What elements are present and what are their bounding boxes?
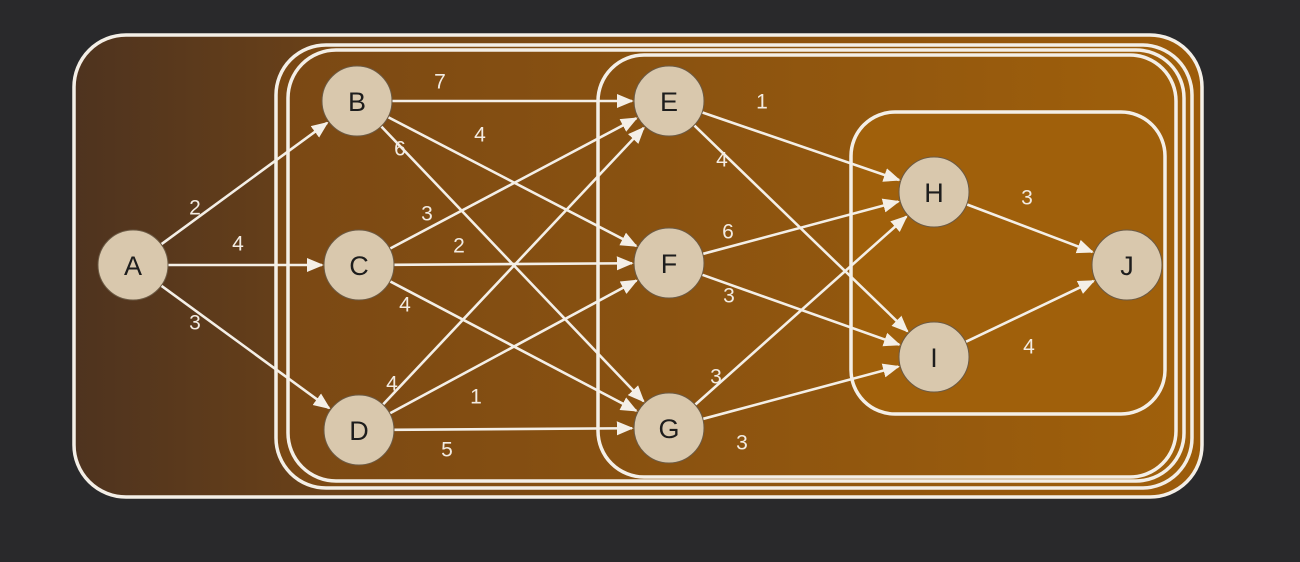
node-b: B [321,65,393,137]
node-label: C [349,251,369,281]
node-c: C [323,229,395,301]
edge-weight-c-f: 2 [453,235,465,258]
edges-layer [160,93,1096,436]
node-label: G [658,414,679,444]
node-circle [633,227,705,299]
edge-weight-e-i: 4 [716,149,728,172]
edge-i-j [965,279,1096,344]
edge-weight-b-g: 6 [394,138,406,161]
node-circle [323,394,395,466]
node-circle [97,229,169,301]
edge-d-g [393,421,634,436]
edge-weight-a-d: 3 [189,312,201,335]
node-circle [633,392,705,464]
node-label: A [124,251,142,281]
node-d: D [323,394,395,466]
region-stage-e [596,53,1178,479]
edge-weight-g-i: 3 [736,432,748,455]
node-e: E [633,65,705,137]
edge-d-e [382,126,645,406]
node-label: I [930,343,938,373]
node-j: J [1091,229,1163,301]
edge-e-h [701,111,901,182]
edge-c-f [393,256,634,271]
node-circle [898,156,970,228]
edge-f-h [702,198,900,256]
edge-weight-a-b: 2 [189,197,201,220]
node-circle [633,65,705,137]
node-circle [323,229,395,301]
edge-g-h [694,215,908,406]
edge-weight-g-h: 3 [710,366,722,389]
node-circle [1091,229,1163,301]
edge-weight-b-e: 7 [434,71,446,94]
node-circle [898,321,970,393]
edge-weight-c-e: 3 [421,203,433,226]
node-label: H [924,178,944,208]
node-g: G [633,392,705,464]
edge-a-d [160,284,331,410]
edge-h-j [966,203,1094,254]
edge-weight-e-h: 1 [756,91,768,114]
edge-weight-a-c: 4 [232,233,244,256]
edge-b-f [387,115,638,248]
node-label: B [348,87,366,117]
node-label: E [660,87,678,117]
node-label: D [349,416,369,446]
edge-weight-f-i: 3 [723,285,735,308]
edge-weight-d-g: 5 [441,439,453,462]
edge-weight-i-j: 4 [1023,336,1035,359]
nodes-layer: A B C D E F G H I J [97,65,1163,466]
node-label: J [1120,251,1134,281]
edge-c-e [389,117,638,250]
edge-weight-f-h: 6 [722,221,734,244]
edge-weight-b-f: 4 [474,124,486,147]
edge-g-i [702,363,900,421]
node-h: H [898,156,970,228]
node-i: I [898,321,970,393]
edge-weight-h-j: 3 [1021,187,1033,210]
node-a: A [97,229,169,301]
edge-weight-d-e: 4 [386,373,398,396]
edge-a-b [160,121,329,246]
edge-d-f [389,279,638,415]
edge-weight-c-g: 4 [399,294,411,317]
node-circle [321,65,393,137]
edge-weight-d-f: 1 [470,386,482,409]
node-f: F [633,227,705,299]
node-label: F [661,249,678,279]
